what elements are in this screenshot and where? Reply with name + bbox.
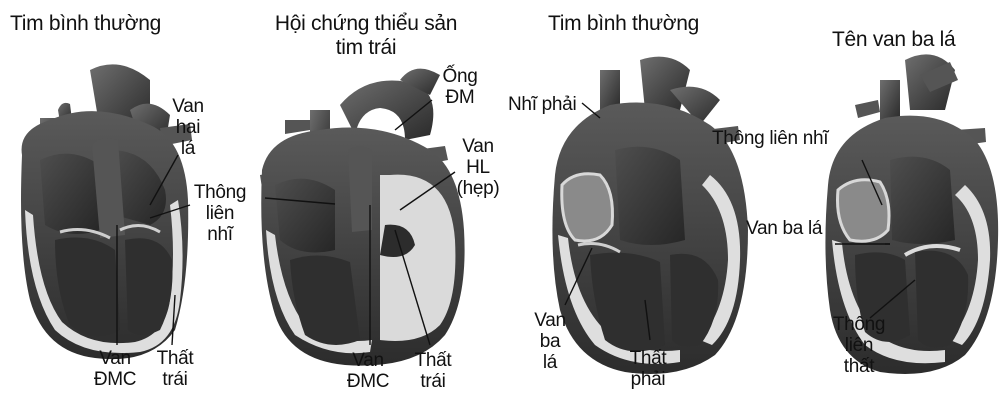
panel-3-label-tricuspid-valve: Van ba lá xyxy=(530,310,570,373)
panel-2-label-ductus: Ống ĐM xyxy=(435,66,485,108)
panel-4-label-tricuspid-valve: Van ba lá xyxy=(746,218,822,239)
heart-normal-right xyxy=(552,57,748,374)
panel-1-label-left-ventricle: Thất trái xyxy=(150,348,200,390)
heart-hlhs xyxy=(260,69,465,366)
panel-3-label-right-ventricle: Thất phải xyxy=(620,348,676,390)
panel-3-label-right-atrium: Nhĩ phải xyxy=(508,94,576,115)
panel-4-title: Tên van ba lá xyxy=(832,28,955,52)
panel-2-label-aortic-valve: Van ĐMC xyxy=(342,350,394,392)
panel-1-label-aortic-valve: Van ĐMC xyxy=(90,348,140,390)
heart-normal-left xyxy=(21,64,192,359)
panel-4-label-asd: Thông liên nhĩ xyxy=(712,128,828,149)
panel-1-label-asd: Thông liên nhĩ xyxy=(188,182,252,245)
panel-2-label-left-ventricle: Thất trái xyxy=(408,350,458,392)
panel-2-label-mitral-valve: Van HL (hẹp) xyxy=(450,136,506,199)
panel-1-label-mitral-valve: Van hai lá xyxy=(168,96,208,159)
panel-3-title: Tim bình thường xyxy=(548,12,699,36)
panel-2-title: Hội chứng thiểu sản tim trái xyxy=(236,12,496,60)
panel-4-label-vsd: Thông liên thất xyxy=(826,314,892,377)
panel-1-title: Tim bình thường xyxy=(10,12,161,36)
